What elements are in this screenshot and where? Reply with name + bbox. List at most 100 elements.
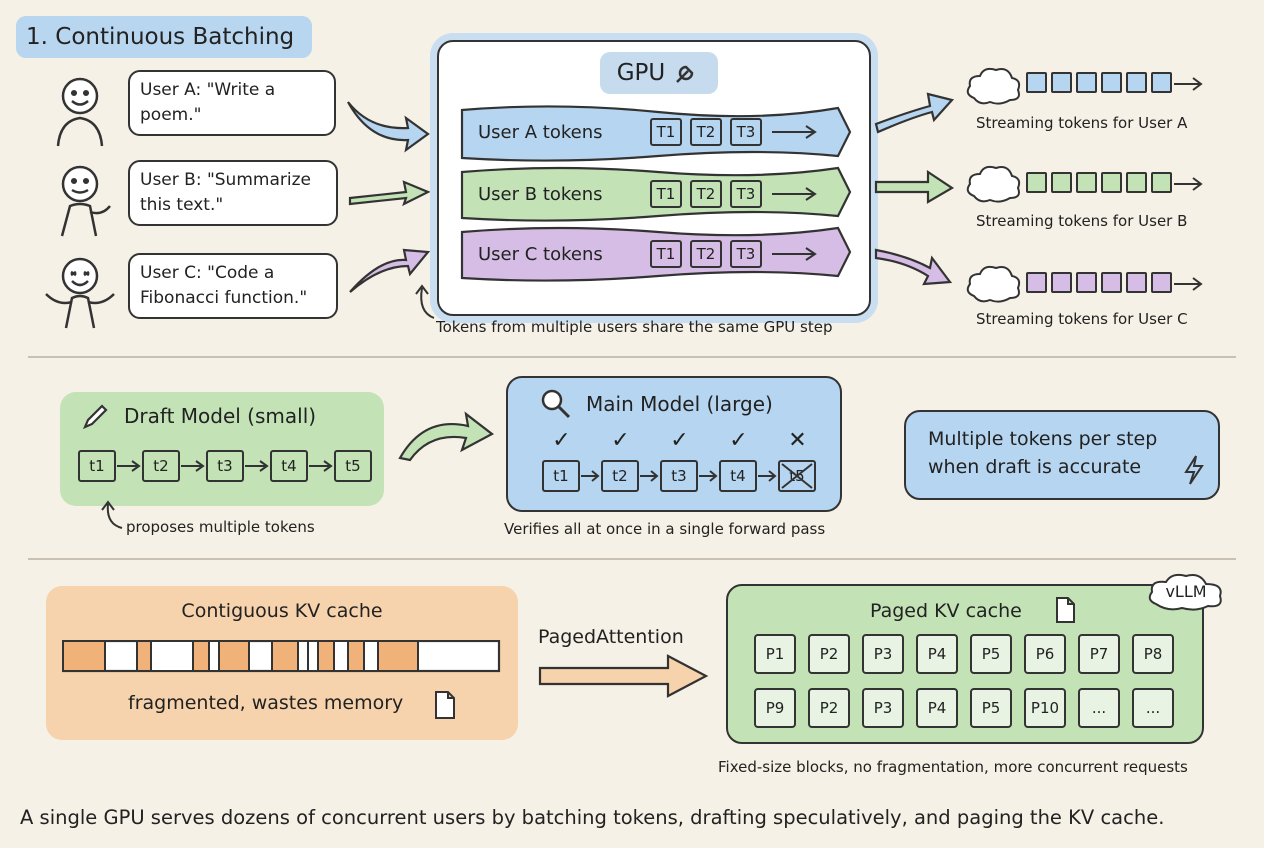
paged-kv-caption: Fixed-size blocks, no fragmentation, mor… [718, 758, 1188, 776]
lightning-icon [1184, 455, 1204, 485]
main-token-rejected: t5 [778, 460, 816, 492]
main-token: t3 [660, 460, 698, 492]
kv-page: P3 [862, 688, 904, 728]
section-title: 1. Continuous Batching [16, 16, 312, 58]
kv-page: P2 [808, 688, 850, 728]
kv-page: P2 [808, 634, 850, 674]
verify-marks: ✓ ✓ ✓ ✓ ✕ [532, 428, 827, 453]
speedup-note-line2: when draft is accurate [928, 456, 1142, 478]
stream-token [1076, 72, 1097, 93]
arrow-right-icon [1174, 177, 1203, 191]
arrow-right-icon [245, 460, 269, 472]
user-a-prompt-line2: poem." [140, 105, 202, 125]
stream-a: Streaming tokens for User A [964, 64, 1224, 134]
main-token-chain: t1 t2 t3 t4 t5 [542, 460, 816, 492]
contiguous-kv-title: Contiguous KV cache [181, 600, 383, 622]
check-icon: ✓ [552, 428, 571, 453]
cloud-icon [966, 265, 1021, 303]
kv-page: ... [1132, 688, 1174, 728]
stream-c-squares [1026, 272, 1172, 293]
strike-icon [781, 463, 813, 489]
lane-a-token: T2 [690, 118, 722, 146]
lane-c-label: User C tokens [478, 243, 603, 265]
main-token: t1 [542, 460, 580, 492]
lane-c: User C tokens T1 T2 T3 [462, 230, 842, 278]
cloud-icon [966, 67, 1021, 105]
kv-page: P4 [916, 688, 958, 728]
user-b-icon [60, 165, 111, 237]
kv-page: P4 [916, 634, 958, 674]
user-a-prompt-line1: User A: "Write a [140, 80, 276, 100]
draft-model-panel: Draft Model (small) t1 t2 t3 t4 t5 [60, 392, 384, 506]
speedup-note: Multiple tokens per step when draft is a… [904, 410, 1220, 500]
lane-c-token: T2 [690, 240, 722, 268]
output-arrows [874, 92, 955, 286]
gpu-caption: Tokens from multiple users share the sam… [436, 318, 833, 336]
kv-page: ... [1078, 688, 1120, 728]
wrench-icon [676, 65, 694, 83]
out-arrow-a-icon [874, 92, 955, 134]
stream-token [1026, 272, 1047, 293]
document-icon [435, 691, 455, 719]
speedup-note-line1: Multiple tokens per step [928, 428, 1158, 450]
user-b-prompt-line2: this text." [140, 195, 224, 215]
main-model-panel: Main Model (large) ✓ ✓ ✓ ✓ ✕ t1 t2 t3 t4… [506, 376, 842, 512]
lane-b-token: T2 [690, 180, 722, 208]
arrow-right-icon [758, 470, 777, 482]
stream-a-squares [1026, 72, 1172, 93]
user-c-prompt-line1: User C: "Code a [140, 263, 275, 283]
draft-model-title: Draft Model (small) [124, 404, 317, 428]
draft-token: t4 [270, 450, 308, 482]
stream-b: Streaming tokens for User B [964, 162, 1224, 232]
kv-page: P7 [1078, 634, 1120, 674]
stream-token [1051, 72, 1072, 93]
contiguous-kv-panel: Contiguous KV cache fragmented, wastes m… [46, 586, 518, 740]
out-arrow-b-icon [874, 169, 955, 204]
stream-token [1126, 72, 1147, 93]
gpu-label: GPU [600, 52, 718, 94]
cross-icon: ✕ [788, 428, 807, 453]
lane-a: User A tokens T1 T2 T3 [462, 108, 842, 156]
divider-2 [28, 558, 1236, 560]
vllm-badge: vLLM [1144, 570, 1228, 614]
paged-attention-arrow-icon [538, 654, 709, 698]
paged-row-2: P9 P2 P3 P4 P5 P10 ... ... [754, 688, 1174, 728]
out-arrow-c-icon [874, 248, 953, 286]
arrow-right-icon [699, 470, 718, 482]
kv-page: P5 [970, 688, 1012, 728]
draft-to-main-arrow-icon [398, 411, 495, 462]
user-c-bubble: User C: "Code a Fibonacci function." [128, 253, 338, 319]
user-c-icon [45, 257, 115, 329]
contiguous-kv-caption: fragmented, wastes memory [128, 692, 404, 714]
arrow-right-icon [772, 247, 817, 261]
check-icon: ✓ [729, 428, 748, 453]
draft-caption: proposes multiple tokens [126, 518, 315, 536]
gpu-title: GPU [616, 60, 666, 86]
paged-kv-panel: Paged KV cache P1 P2 P3 P4 P5 P6 P7 P8 P… [726, 584, 1204, 744]
cloud-icon [966, 165, 1021, 203]
kv-page: P9 [754, 688, 796, 728]
curved-pointer-icon [415, 284, 435, 319]
paged-attention-label: PagedAttention [538, 626, 684, 648]
stream-token [1151, 272, 1172, 293]
curved-pointer-icon [101, 500, 123, 529]
paged-kv-title: Paged KV cache [870, 600, 1022, 622]
user-b-prompt-line1: User B: "Summarize [140, 170, 311, 190]
kv-page: P10 [1024, 688, 1066, 728]
stream-a-label: Streaming tokens for User A [976, 114, 1188, 132]
stream-b-squares [1026, 172, 1172, 193]
stream-token [1101, 72, 1122, 93]
stream-token [1126, 172, 1147, 193]
document-icon [1056, 597, 1075, 623]
paged-row-1: P1 P2 P3 P4 P5 P6 P7 P8 [754, 634, 1174, 674]
divider-1 [28, 356, 1236, 358]
arrow-right-icon [1174, 277, 1203, 291]
arrow-right-icon [581, 470, 600, 482]
user-c-prompt-line2: Fibonacci function." [140, 288, 308, 308]
stream-token [1101, 172, 1122, 193]
vllm-label: vLLM [1165, 582, 1207, 601]
draft-token: t3 [206, 450, 244, 482]
stream-c-label: Streaming tokens for User C [976, 310, 1188, 328]
stream-token [1051, 172, 1072, 193]
stream-token [1051, 272, 1072, 293]
